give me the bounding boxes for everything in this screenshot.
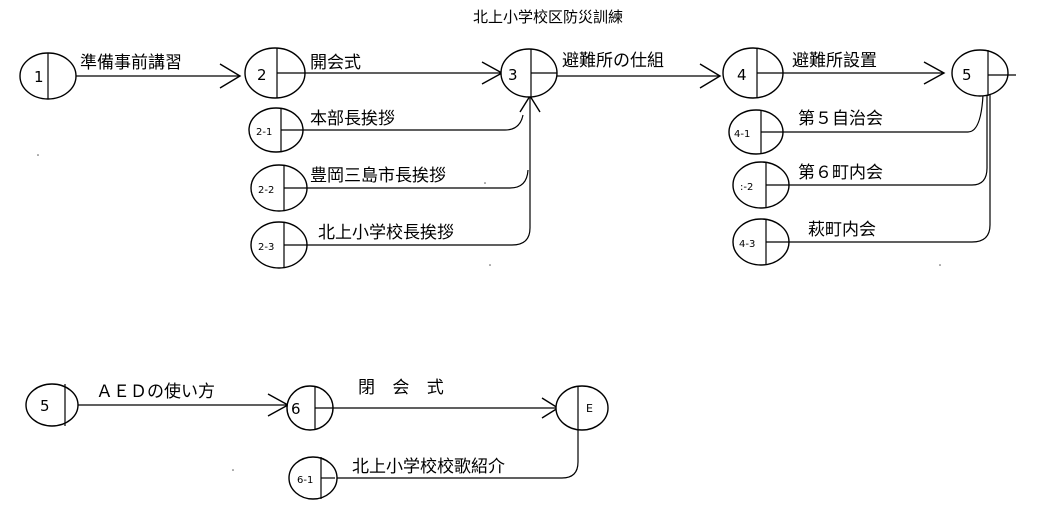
node-2-1: 2-1 xyxy=(248,107,304,153)
scan-specks xyxy=(37,154,941,471)
arrowhead-3-4 xyxy=(699,63,722,89)
node-2-2: 2-2 xyxy=(250,164,308,212)
edge-4-3-5 xyxy=(789,95,991,243)
node-4-2: :-2 xyxy=(732,161,790,209)
node-2-2-id: 2-2 xyxy=(258,185,274,196)
edges xyxy=(65,61,991,479)
node-4: 4 xyxy=(722,47,784,99)
node-6: 6 xyxy=(286,385,334,431)
activity-label-2-2: 豊岡三島市長挨拶 xyxy=(310,166,446,186)
activity-labels: 準備事前講習 開会式 本部長挨拶 豊岡三島市長挨拶 北上小学校長挨拶 避難所の仕… xyxy=(80,51,883,477)
node-4-1: 4-1 xyxy=(728,109,784,155)
edge-4-2-5 xyxy=(789,95,988,186)
node-6-1-id: 6-1 xyxy=(297,475,313,486)
edge-2-1-3 xyxy=(303,114,524,131)
activity-label-4-3: 萩町内会 xyxy=(808,220,876,240)
activity-label-2-1: 本部長挨拶 xyxy=(310,109,395,129)
activity-label-2-3: 開会式 xyxy=(310,53,361,73)
node-4-1-id: 4-1 xyxy=(734,129,750,140)
node-2-3: 2-3 xyxy=(250,221,308,269)
node-4-2-id: :-2 xyxy=(740,182,753,193)
node-2-3-id: 2-3 xyxy=(258,242,274,253)
node-4-id: 4 xyxy=(737,66,747,84)
edge-2-2-3 xyxy=(307,169,529,189)
edge-4-1-5 xyxy=(783,94,984,133)
activity-label-4-2: 第６町内会 xyxy=(798,163,883,183)
diagram-title: 北上小学校区防災訓練 xyxy=(473,8,623,26)
activity-label-4-5: 避難所設置 xyxy=(792,51,877,71)
node-1-id: 1 xyxy=(34,68,44,86)
node-E-id: E xyxy=(586,402,593,415)
edge-6-1-E xyxy=(335,430,579,479)
activity-label-5-6: ＡＥＤの使い方 xyxy=(96,381,215,402)
activity-label-2-3b: 北上小学校長挨拶 xyxy=(318,223,454,243)
arrowhead-4-5 xyxy=(923,61,946,85)
node-6-id: 6 xyxy=(291,400,301,418)
node-E: E xyxy=(555,385,609,431)
node-3: 3 xyxy=(500,48,558,98)
activity-label-3-4: 避難所の仕組 xyxy=(562,51,664,71)
activity-label-6-1: 北上小学校校歌紹介 xyxy=(352,457,505,477)
arrowhead-1-2 xyxy=(219,63,242,89)
edge-2-3-3 xyxy=(307,96,531,246)
activity-label-4-1: 第５自治会 xyxy=(798,109,883,129)
node-1: 1 xyxy=(19,52,77,100)
node-2-1-id: 2-1 xyxy=(256,127,272,138)
activity-label-1-2: 準備事前講習 xyxy=(80,53,182,73)
node-4-3: 4-3 xyxy=(732,218,790,266)
node-5-top-id: 5 xyxy=(962,66,972,84)
node-5-top: 5 xyxy=(951,49,1016,97)
node-3-id: 3 xyxy=(508,66,518,84)
node-5-bottom: 5 xyxy=(25,383,79,427)
node-2-id: 2 xyxy=(257,66,267,84)
node-4-3-id: 4-3 xyxy=(739,239,755,250)
node-2: 2 xyxy=(244,47,306,99)
node-6-1: 6-1 xyxy=(288,456,338,500)
activity-label-6-E: 閉 会 式 xyxy=(358,378,450,398)
node-5-bottom-id: 5 xyxy=(40,397,50,415)
